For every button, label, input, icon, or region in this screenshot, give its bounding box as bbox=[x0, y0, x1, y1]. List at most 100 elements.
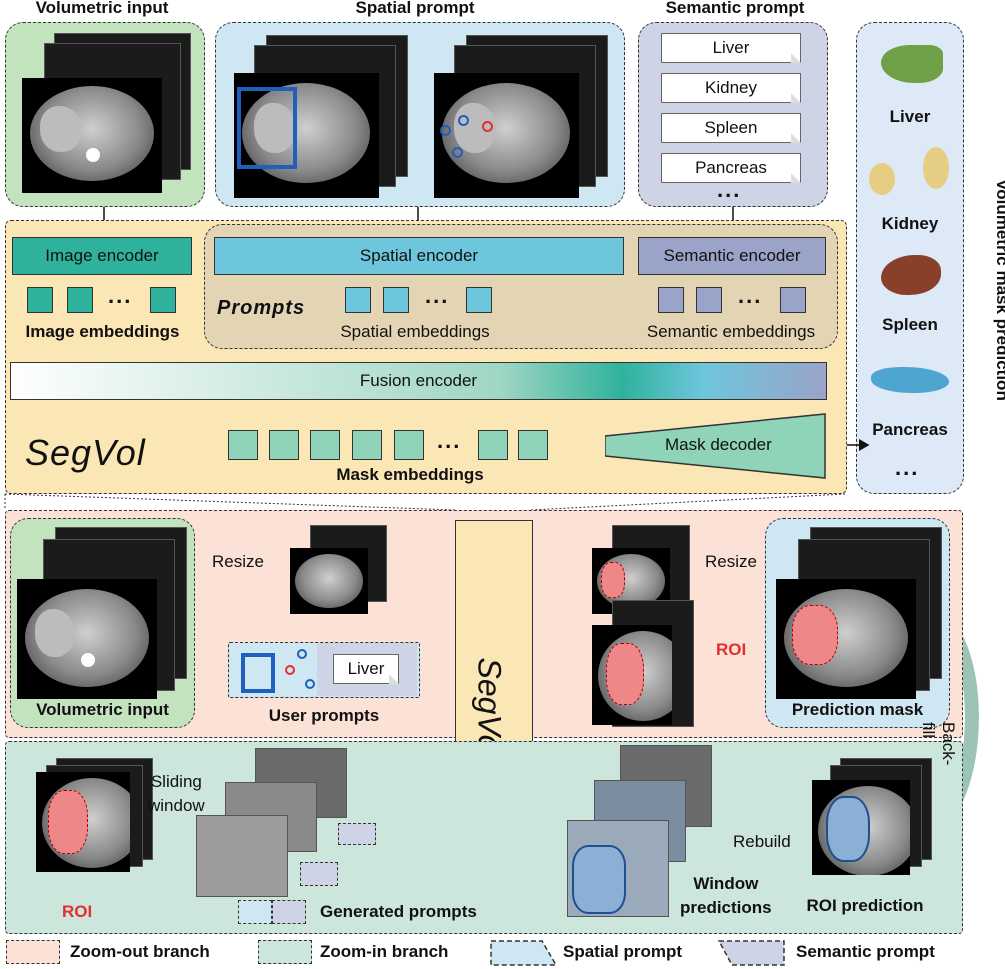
sliding-window-label: Sliding window bbox=[148, 772, 205, 815]
spatial-embedding bbox=[345, 287, 371, 313]
window-crop bbox=[196, 815, 288, 897]
roi-label: ROI bbox=[716, 640, 747, 659]
legend-spatial-prompt-swatch bbox=[490, 940, 558, 966]
spatial-embeddings-label: Spatial embeddings bbox=[340, 322, 490, 341]
image-embeddings-label: Image embeddings bbox=[25, 322, 180, 341]
spatial-prompt-panel bbox=[215, 22, 625, 207]
ellipsis: ... bbox=[108, 283, 133, 308]
point-prompt bbox=[458, 115, 469, 126]
roi-prediction-image bbox=[812, 780, 910, 875]
legend-semantic-prompt-label: Semantic prompt bbox=[796, 942, 935, 961]
zoom-out-volumetric-input-panel bbox=[10, 518, 195, 728]
image-embedding bbox=[67, 287, 93, 313]
ellipsis: ... bbox=[437, 428, 462, 453]
user-point-prompt bbox=[297, 649, 307, 659]
title-volumetric-input: Volumetric input bbox=[35, 0, 169, 17]
semantic-term: Spleen bbox=[661, 113, 801, 143]
roi-image bbox=[36, 772, 130, 872]
box-prompt bbox=[237, 87, 297, 169]
semantic-term: Kidney bbox=[661, 73, 801, 103]
user-prompts-panel: Liver bbox=[228, 642, 420, 698]
ellipsis: ... bbox=[717, 177, 742, 202]
ellipsis: ... bbox=[425, 283, 450, 308]
mask-embedding bbox=[228, 430, 258, 460]
mask-embedding bbox=[478, 430, 508, 460]
prediction-mask-panel bbox=[765, 518, 950, 728]
spatial-encoder: Spatial encoder bbox=[214, 237, 624, 275]
organ-label: Pancreas bbox=[872, 420, 948, 439]
generated-prompts-label: Generated prompts bbox=[320, 902, 477, 921]
semantic-encoder: Semantic encoder bbox=[638, 237, 826, 275]
generated-prompt-icon bbox=[238, 900, 272, 924]
legend-semantic-prompt-swatch bbox=[718, 940, 785, 966]
organ-label: Kidney bbox=[881, 214, 939, 233]
spatial-embedding bbox=[466, 287, 492, 313]
semantic-embedding bbox=[696, 287, 722, 313]
mask-embeddings-label: Mask embeddings bbox=[336, 465, 484, 484]
title-spatial-prompt: Spatial prompt bbox=[355, 0, 475, 17]
legend-zoom-out-swatch bbox=[6, 940, 60, 964]
mask-embedding bbox=[352, 430, 382, 460]
rebuild-label: Rebuild bbox=[733, 832, 791, 851]
semantic-embedding bbox=[780, 287, 806, 313]
zoom-out-volumetric-input-label: Volumetric input bbox=[36, 700, 169, 719]
ellipsis: ... bbox=[738, 283, 763, 308]
ellipsis: ... bbox=[895, 455, 920, 480]
title-semantic-prompt: Semantic prompt bbox=[665, 0, 805, 17]
zoom-in-roi-label: ROI bbox=[62, 902, 93, 921]
liver-3d-icon bbox=[881, 45, 943, 83]
legend-spatial-prompt-label: Spatial prompt bbox=[563, 942, 683, 961]
liver-text-prompt: Liver bbox=[333, 654, 399, 684]
point-prompt bbox=[482, 121, 493, 132]
user-box-prompt bbox=[241, 653, 275, 693]
generated-prompt-icon bbox=[272, 900, 306, 924]
ct-volume-image bbox=[17, 579, 157, 699]
point-prompt bbox=[440, 125, 451, 136]
back-fill-label: Back-fill bbox=[919, 722, 958, 766]
roi-crop-image bbox=[592, 625, 672, 725]
mask-embedding bbox=[394, 430, 424, 460]
semantic-embedding bbox=[658, 287, 684, 313]
image-embedding bbox=[27, 287, 53, 313]
pancreas-3d-icon bbox=[871, 367, 949, 393]
legend-zoom-out-label: Zoom-out branch bbox=[70, 942, 210, 961]
generated-prompt-icon bbox=[300, 862, 338, 886]
resize-label: Resize bbox=[212, 552, 264, 571]
ct-with-box-prompt bbox=[234, 73, 379, 198]
mask-embedding bbox=[518, 430, 548, 460]
segvol-title: SegVol bbox=[25, 432, 146, 473]
window-predictions-label: Window predictions bbox=[680, 874, 772, 917]
semantic-prompt-panel: Liver Kidney Spleen Pancreas ... bbox=[638, 22, 828, 207]
zoom-in-branch-panel bbox=[5, 741, 963, 934]
roi-prediction-label: ROI prediction bbox=[806, 896, 924, 915]
organ-label: Spleen bbox=[882, 315, 938, 334]
legend-zoom-in-label: Zoom-in branch bbox=[320, 942, 449, 961]
organ-label: Liver bbox=[889, 107, 931, 126]
spatial-embedding bbox=[383, 287, 409, 313]
resize-label: Resize bbox=[705, 552, 757, 571]
mask-decoder-shape bbox=[605, 413, 826, 479]
spleen-3d-icon bbox=[881, 255, 941, 295]
semantic-term: Pancreas bbox=[661, 153, 801, 183]
volumetric-mask-prediction-panel: Liver Kidney Spleen Pancreas ... bbox=[856, 22, 964, 494]
user-prompts-label: User prompts bbox=[268, 706, 380, 725]
semantic-embeddings-label: Semantic embeddings bbox=[646, 322, 816, 341]
ct-volume-image bbox=[22, 78, 162, 193]
prediction-mask-image bbox=[776, 579, 916, 699]
generated-prompt-icon bbox=[338, 823, 376, 845]
user-point-prompt bbox=[285, 665, 295, 675]
semantic-term: Liver bbox=[661, 33, 801, 63]
image-encoder: Image encoder bbox=[12, 237, 192, 275]
ct-with-point-prompts bbox=[434, 73, 579, 198]
legend-zoom-in-swatch bbox=[258, 940, 312, 964]
volumetric-input-panel bbox=[5, 22, 205, 207]
mask-embedding bbox=[310, 430, 340, 460]
kidney-3d-icon bbox=[869, 163, 895, 195]
user-point-prompt bbox=[305, 679, 315, 689]
fusion-encoder: Fusion encoder bbox=[10, 362, 827, 400]
resized-volume-image bbox=[290, 548, 368, 614]
image-embedding bbox=[150, 287, 176, 313]
kidney-3d-icon bbox=[923, 147, 949, 189]
mask-decoder-label: Mask decoder bbox=[665, 435, 772, 454]
prompts-label: Prompts bbox=[217, 297, 306, 319]
